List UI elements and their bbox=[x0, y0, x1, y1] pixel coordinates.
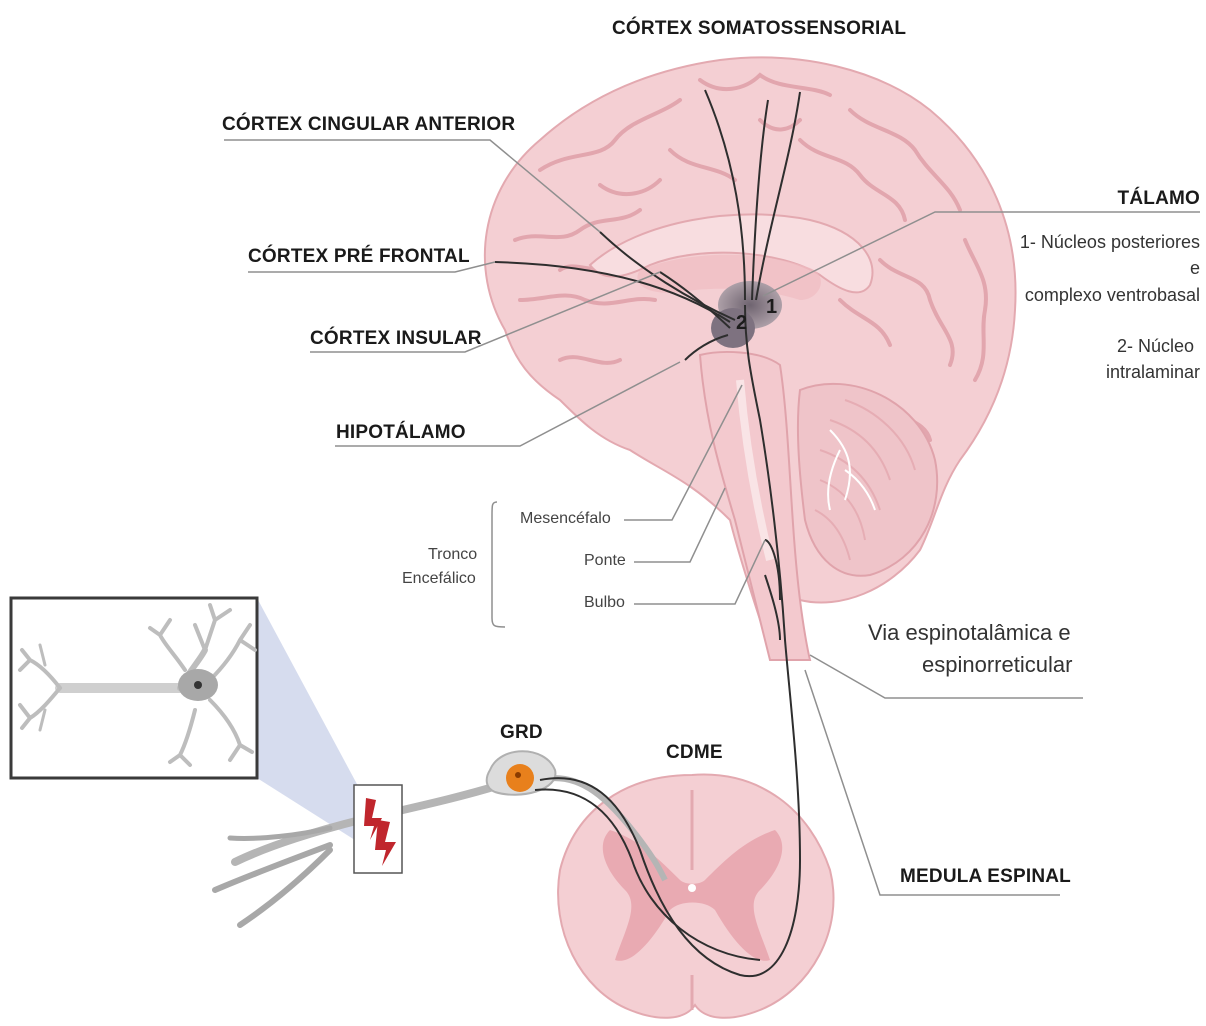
label-via-line2: espinorreticular bbox=[922, 652, 1072, 678]
label-medula-espinal: MEDULA ESPINAL bbox=[900, 866, 1071, 888]
label-talamo-nucleo1-line3: complexo ventrobasal bbox=[1025, 285, 1200, 306]
label-talamo-nucleo1-line1: 1- Núcleos posteriores bbox=[1020, 232, 1200, 253]
thalamus-marker-1: 1 bbox=[766, 296, 777, 319]
label-tronco-line1: Tronco bbox=[428, 546, 477, 564]
label-grd: GRD bbox=[500, 722, 543, 744]
neuron-inset bbox=[11, 598, 257, 778]
thalamus-marker-2: 2 bbox=[736, 312, 747, 335]
brain bbox=[485, 57, 1016, 660]
label-hipotalamo: HIPOTÁLAMO bbox=[336, 422, 466, 444]
label-cdme: CDME bbox=[666, 742, 723, 764]
label-mesencefalo: Mesencéfalo bbox=[520, 510, 611, 528]
label-cortex-pre-frontal: CÓRTEX PRÉ FRONTAL bbox=[248, 246, 470, 268]
label-bulbo: Bulbo bbox=[584, 594, 625, 612]
label-talamo-nucleo1-line2: e bbox=[1190, 258, 1200, 279]
label-tronco-line2: Encefálico bbox=[402, 570, 476, 588]
label-talamo-nucleo2-line1: 2- Núcleo bbox=[1117, 336, 1194, 357]
label-talamo: TÁLAMO bbox=[1118, 188, 1200, 210]
spinal-cord-section bbox=[558, 775, 833, 1018]
inset-projection-cone bbox=[257, 598, 358, 842]
label-cortex-insular: CÓRTEX INSULAR bbox=[310, 328, 482, 350]
label-cortex-cingular-anterior: CÓRTEX CINGULAR ANTERIOR bbox=[222, 114, 515, 136]
label-talamo-nucleo2-line2: intralaminar bbox=[1106, 362, 1200, 383]
label-cortex-somatossensorial: CÓRTEX SOMATOSSENSORIAL bbox=[612, 18, 906, 40]
label-ponte: Ponte bbox=[584, 552, 626, 570]
ganglion-cell-icon bbox=[506, 764, 534, 792]
label-via-line1: Via espinotalâmica e bbox=[868, 620, 1071, 646]
pain-stimulus-box bbox=[354, 785, 402, 873]
